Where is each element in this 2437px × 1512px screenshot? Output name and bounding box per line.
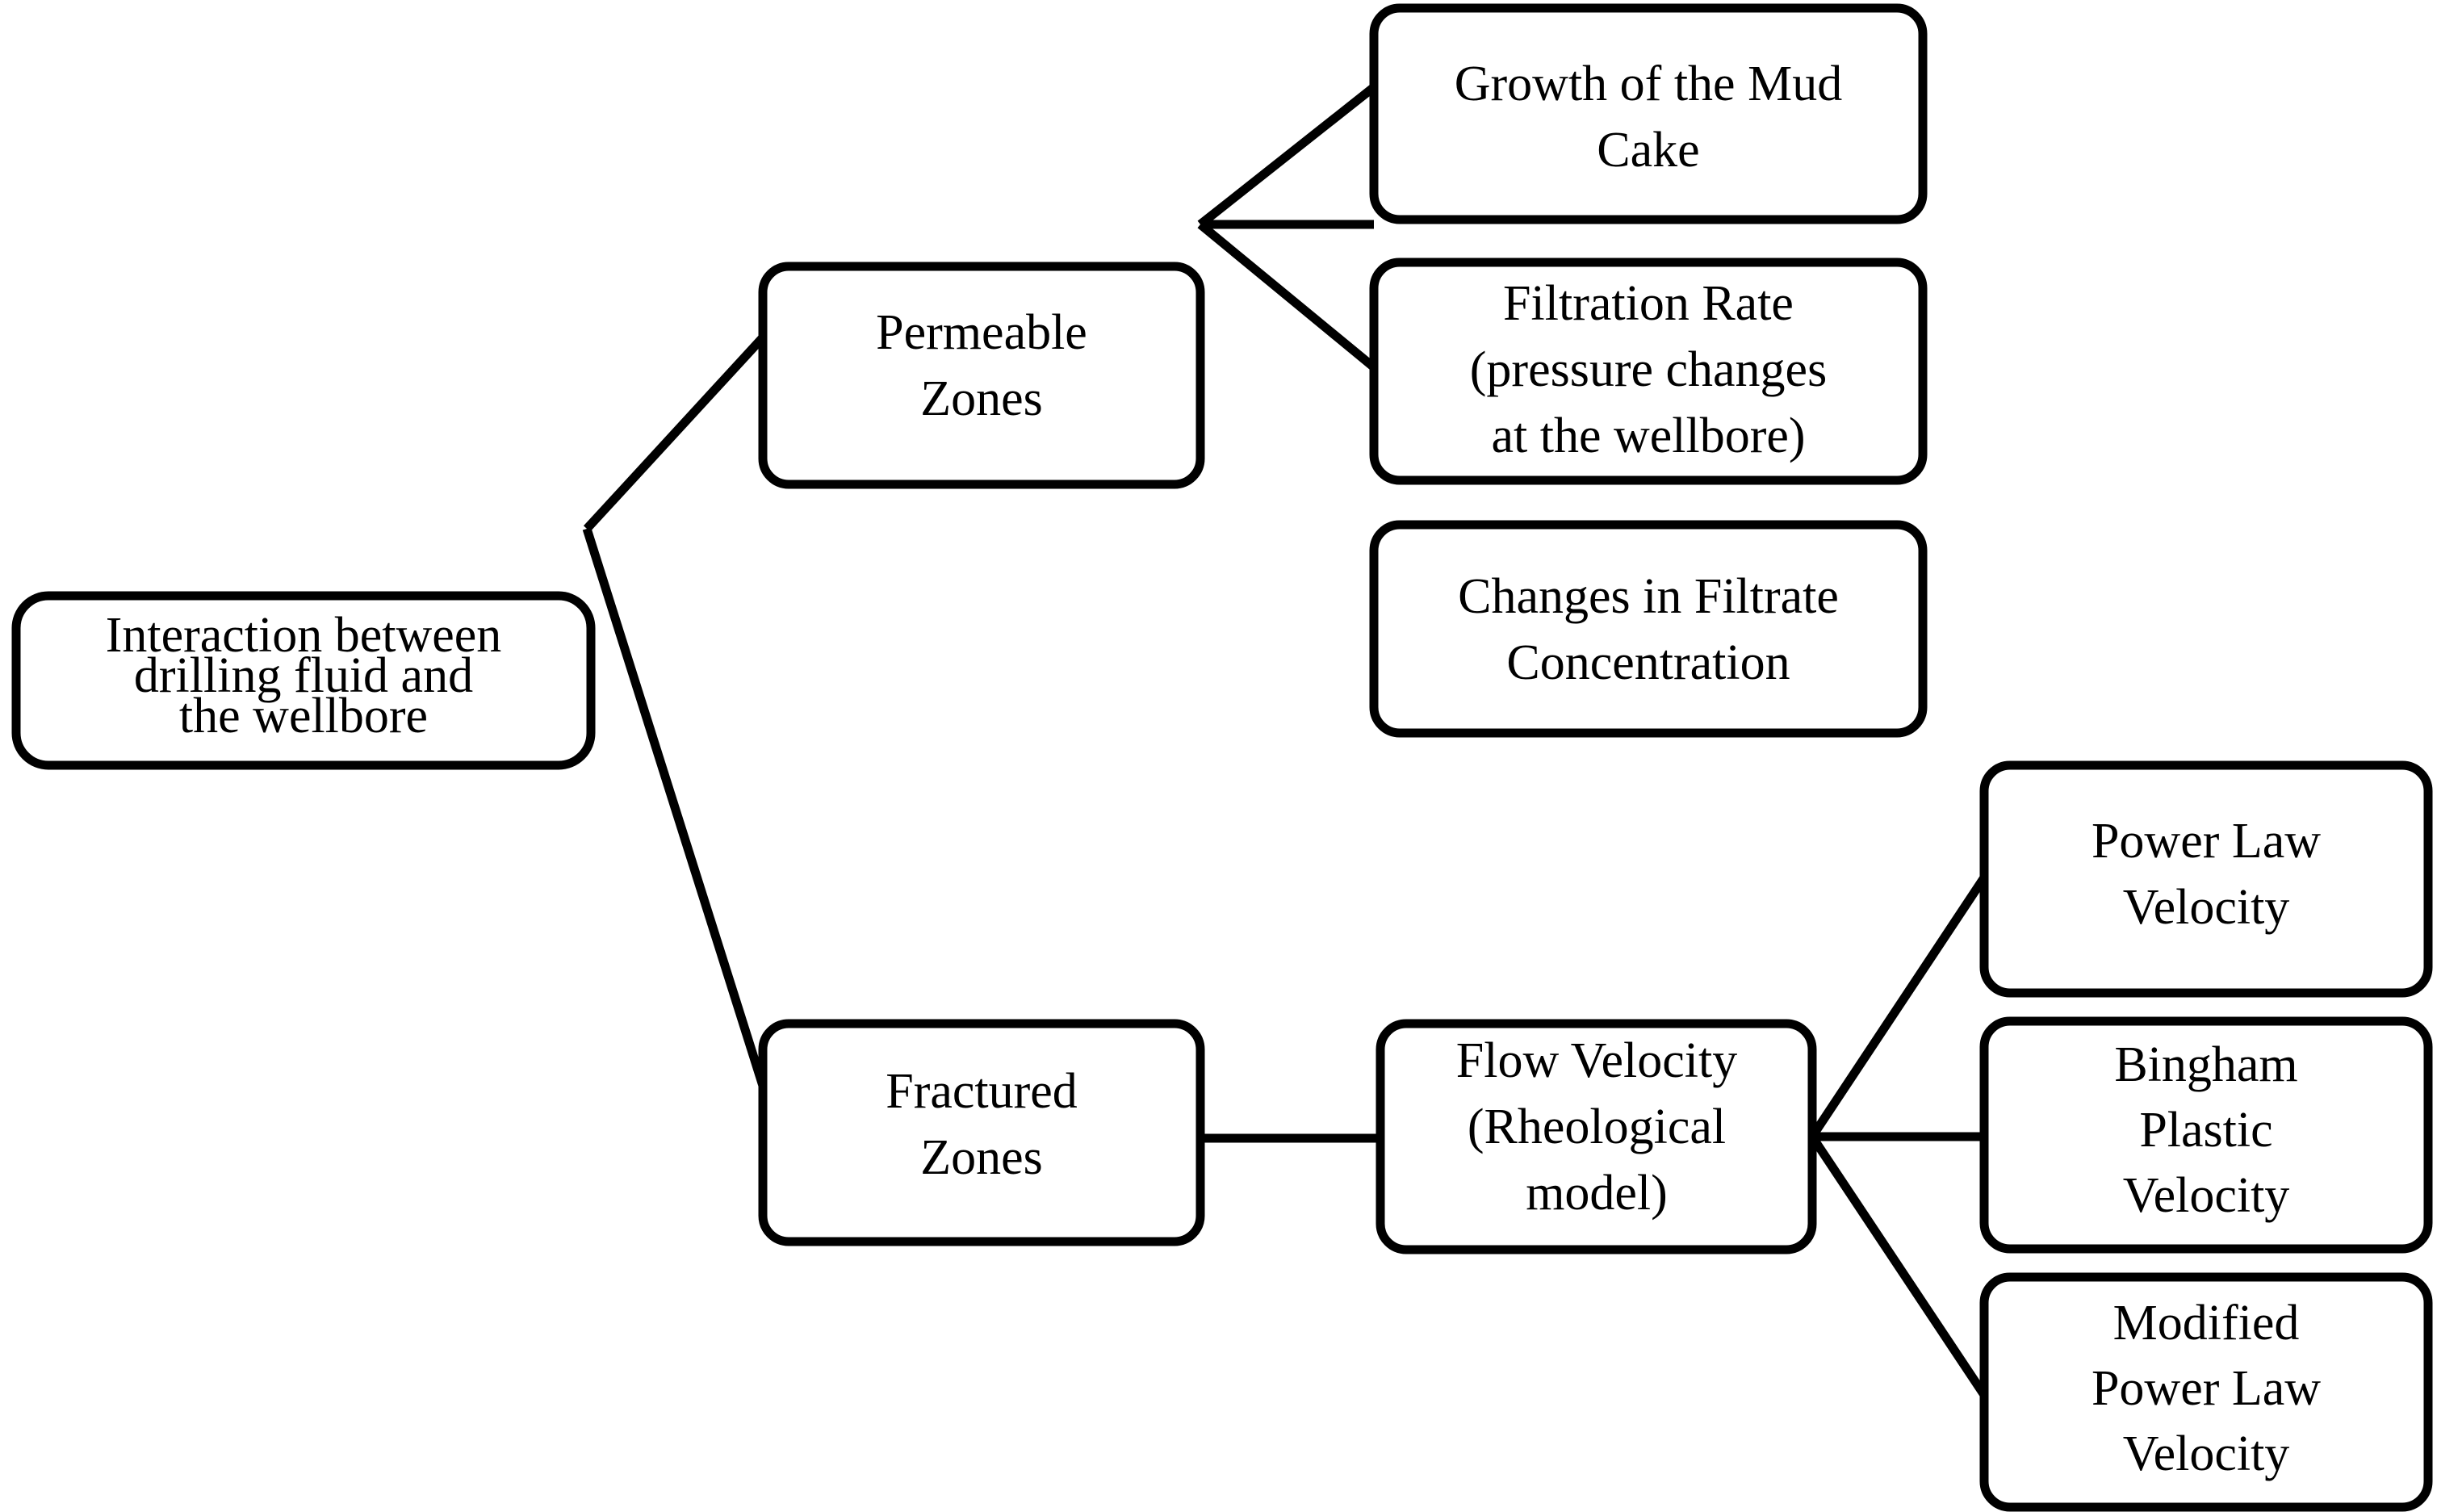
node-fractured-zones-box[interactable] (758, 1019, 1205, 1246)
node-bingham-plastic-velocity-label: Velocity (2123, 1168, 2290, 1223)
node-fractured-zones-label: Zones (920, 1130, 1043, 1185)
node-changes-in-filtrate-concentration-label: Concentration (1506, 635, 1790, 690)
node-modified-power-law-velocity-label: Modified (2113, 1296, 2300, 1351)
node-growth-of-the-mud-cake-label: Cake (1597, 123, 1699, 178)
node-growth-of-the-mud-cake[interactable]: Growth of the Mud Cake (1369, 3, 1928, 224)
edge-root-to-permeable-zones (583, 334, 767, 532)
node-flow-velocity-label: (Rheological (1468, 1099, 1726, 1154)
node-modified-power-law-velocity-label: Power Law (2092, 1361, 2321, 1416)
node-changes-in-filtrate-concentration-box[interactable] (1369, 520, 1928, 738)
node-root[interactable]: Interaction between drilling fluid and t… (11, 591, 596, 770)
node-filtration-rate-box[interactable] (1369, 258, 1928, 485)
edge-permeable-to-filtrate-concentration (1197, 220, 1377, 371)
node-modified-power-law-velocity[interactable]: Modified Power Law Velocity (1979, 1272, 2433, 1512)
node-filtration-rate-label: Filtration Rate (1503, 276, 1794, 331)
node-bingham-plastic-velocity-label: Plastic (2139, 1103, 2272, 1158)
node-flow-velocity-label: model) (1526, 1166, 1668, 1221)
node-root-label: drilling fluid and (134, 648, 473, 703)
node-permeable-zones[interactable]: Permeable Zones (758, 262, 1205, 489)
node-bingham-plastic-velocity-box[interactable] (1979, 1016, 2433, 1254)
node-modified-power-law-velocity-box[interactable] (1979, 1272, 2433, 1512)
node-root-label: the wellbore (179, 689, 428, 743)
edge-flow-to-power-law-velocity (1808, 874, 1988, 1140)
node-bingham-plastic-velocity-label: Bingham (2114, 1037, 2297, 1092)
connector-group (582, 83, 1988, 1398)
node-root-label: Interaction between (106, 608, 502, 663)
edge-root-to-fractured-zones (582, 527, 768, 1087)
node-fractured-zones[interactable]: Fractured Zones (758, 1019, 1205, 1246)
node-flow-velocity-box[interactable] (1376, 1019, 1817, 1254)
edge-permeable-to-mud-cake (1197, 83, 1377, 228)
node-growth-of-the-mud-cake-label: Growth of the Mud (1455, 57, 1842, 111)
node-flow-velocity[interactable]: Flow Velocity (Rheological model) (1376, 1019, 1817, 1254)
node-permeable-zones-box[interactable] (758, 262, 1205, 489)
node-modified-power-law-velocity-label: Velocity (2123, 1426, 2290, 1481)
node-permeable-zones-label: Zones (920, 371, 1043, 426)
node-growth-of-the-mud-cake-box[interactable] (1369, 3, 1928, 224)
node-fractured-zones-label: Fractured (886, 1064, 1078, 1119)
node-bingham-plastic-velocity[interactable]: Bingham Plastic Velocity (1979, 1016, 2433, 1254)
node-filtration-rate-label: at the wellbore) (1491, 408, 1805, 463)
node-permeable-zones-label: Permeable (876, 305, 1087, 360)
node-root-box[interactable] (11, 591, 596, 770)
node-flow-velocity-label: Flow Velocity (1456, 1033, 1737, 1088)
node-changes-in-filtrate-concentration-label: Changes in Filtrate (1458, 569, 1839, 624)
node-power-law-velocity[interactable]: Power Law Velocity (1979, 760, 2433, 998)
node-changes-in-filtrate-concentration[interactable]: Changes in Filtrate Concentration (1369, 520, 1928, 738)
edge-flow-to-modified-power-law-velocity (1808, 1133, 1988, 1398)
node-filtration-rate-label: (pressure changes (1470, 342, 1827, 397)
node-power-law-velocity-box[interactable] (1979, 760, 2433, 998)
node-power-law-velocity-label: Velocity (2123, 880, 2290, 935)
node-power-law-velocity-label: Power Law (2092, 814, 2321, 869)
node-filtration-rate[interactable]: Filtration Rate (pressure changes at the… (1369, 258, 1928, 485)
